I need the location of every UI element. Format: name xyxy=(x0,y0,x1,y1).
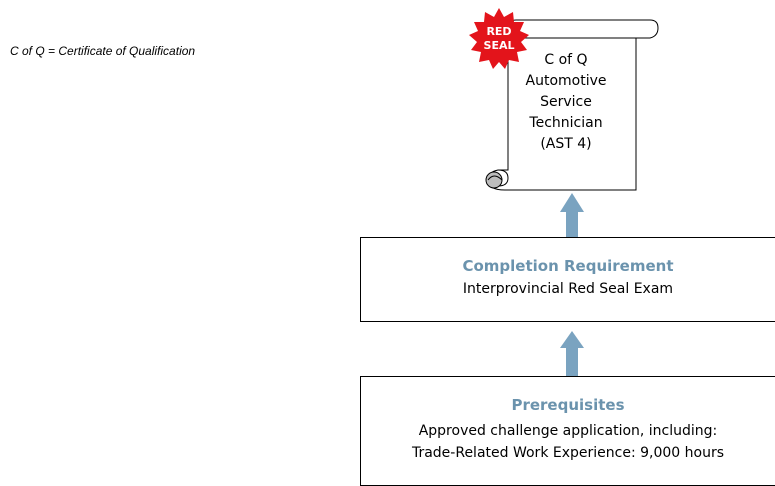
certificate-line-1: C of Q xyxy=(544,52,588,68)
certificate-text: C of Q Automotive Service Technician (AS… xyxy=(511,50,621,155)
arrow-up-prereq xyxy=(560,331,584,377)
completion-text: Interprovincial Red Seal Exam xyxy=(462,281,674,297)
red-seal-icon xyxy=(469,8,529,69)
prerequisites-box: Prerequisites Approved challenge applica… xyxy=(360,376,775,486)
seal-line-1: RED xyxy=(486,25,512,38)
certificate-line-5: (AST 4) xyxy=(540,136,592,152)
arrow-up-completion xyxy=(560,193,584,238)
completion-title: Completion Requirement xyxy=(462,257,674,275)
prerequisites-line-2: Trade-Related Work Experience: 9,000 hou… xyxy=(411,445,725,461)
certificate-line-4: Technician xyxy=(529,115,603,131)
completion-requirement-box: Completion Requirement Interprovincial R… xyxy=(360,237,775,322)
prerequisites-line-1: Approved challenge application, includin… xyxy=(418,423,718,439)
legend-note: C of Q = Certificate of Qualification xyxy=(10,44,196,58)
red-seal-label: RED SEAL xyxy=(476,25,522,53)
certificate-line-2: Automotive xyxy=(525,73,607,89)
seal-line-2: SEAL xyxy=(483,39,515,52)
prerequisites-text: Approved challenge application, includin… xyxy=(361,420,775,464)
prerequisites-title: Prerequisites xyxy=(511,396,625,414)
certificate-line-3: Service xyxy=(540,94,592,110)
